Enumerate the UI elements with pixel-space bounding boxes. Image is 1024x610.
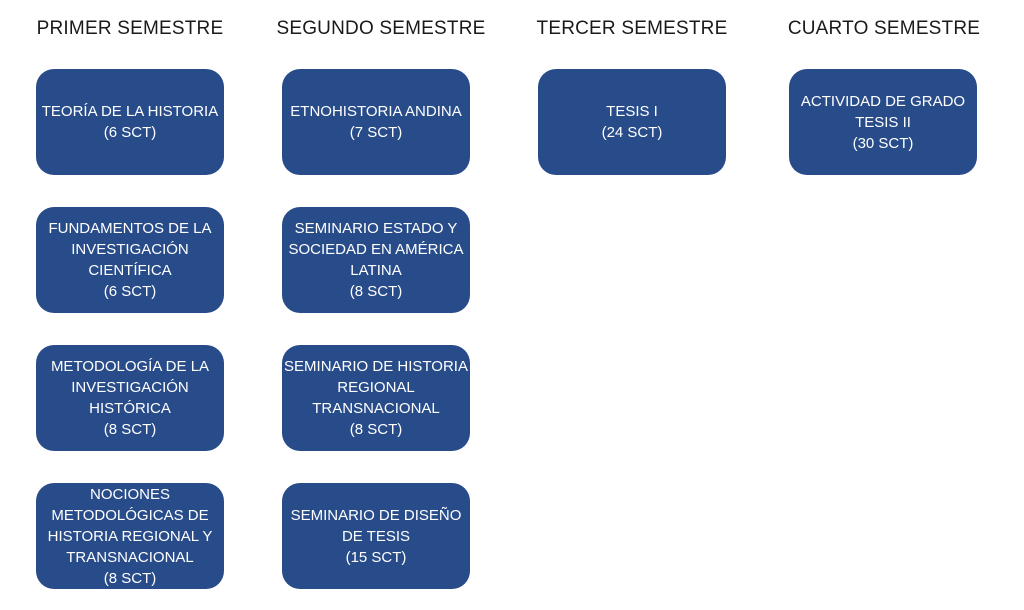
course-line: INVESTIGACIÓN (71, 379, 189, 396)
course-box: FUNDAMENTOS DE LA INVESTIGACIÓN CIENTÍFI… (36, 207, 224, 313)
course-line: NOCIONES (89, 485, 170, 503)
course-box: SEMINARIO ESTADO Y SOCIEDAD EN AMÉRICA L… (282, 207, 470, 313)
course-line: HISTÓRICA (89, 400, 171, 417)
course-line: ACTIVIDAD DE GRADO (800, 92, 966, 110)
course-box: ETNOHISTORIA ANDINA (7 SCT) (282, 69, 470, 175)
course-credits: (8 SCT) (103, 569, 157, 587)
course-credits: (8 SCT) (103, 421, 157, 438)
course-line: HISTORIA REGIONAL Y (47, 527, 213, 545)
course-box: TESIS I (24 SCT) (538, 69, 726, 175)
course-line: TRANSNACIONAL (66, 548, 194, 566)
course-line: TESIS II (855, 113, 911, 131)
course-line: SOCIEDAD EN AMÉRICA (288, 241, 464, 258)
course-line: CIENTÍFICA (88, 262, 172, 279)
course-credits: (8 SCT) (349, 421, 403, 438)
course-line: TRANSNACIONAL (312, 400, 440, 417)
course-line: TESIS I (606, 103, 658, 120)
semester-header-4: CUARTO SEMESTRE (787, 18, 981, 39)
course-line: SEMINARIO DE HISTORIA (284, 358, 468, 375)
course-credits: (15 SCT) (345, 548, 407, 566)
course-line: SEMINARIO ESTADO Y (294, 220, 458, 237)
course-line: DE TESIS (341, 527, 411, 545)
course-box: METODOLOGÍA DE LA INVESTIGACIÓN HISTÓRIC… (36, 345, 224, 451)
course-credits: (6 SCT) (103, 124, 157, 141)
semester-header-3: TERCER SEMESTRE (536, 18, 728, 39)
course-credits: (8 SCT) (349, 283, 403, 300)
course-line: FUNDAMENTOS DE LA (48, 220, 212, 237)
course-credits: (7 SCT) (349, 124, 403, 141)
course-box: ACTIVIDAD DE GRADO TESIS II (30 SCT) (789, 69, 977, 175)
course-credits: (30 SCT) (852, 134, 914, 152)
course-line: SEMINARIO DE DISEÑO (290, 506, 462, 524)
course-line: REGIONAL (337, 379, 415, 396)
course-box: SEMINARIO DE DISEÑO DE TESIS (15 SCT) (282, 483, 470, 589)
course-line: LATINA (350, 262, 402, 279)
course-line: METODOLÓGICAS DE (51, 506, 209, 524)
course-box: NOCIONES METODOLÓGICAS DE HISTORIA REGIO… (36, 483, 224, 589)
course-credits: (24 SCT) (601, 124, 663, 141)
semester-header-2: SEGUNDO SEMESTRE (276, 18, 486, 39)
course-box: SEMINARIO DE HISTORIA REGIONAL TRANSNACI… (282, 345, 470, 451)
course-credits: (6 SCT) (103, 283, 157, 300)
course-line: TEORÍA DE LA HISTORIA (41, 103, 219, 120)
course-line: ETNOHISTORIA ANDINA (290, 103, 462, 120)
course-line: METODOLOGÍA DE LA (50, 358, 210, 375)
course-box: TEORÍA DE LA HISTORIA (6 SCT) (36, 69, 224, 175)
semester-header-1: PRIMER SEMESTRE (36, 18, 224, 39)
course-line: INVESTIGACIÓN (71, 241, 189, 258)
